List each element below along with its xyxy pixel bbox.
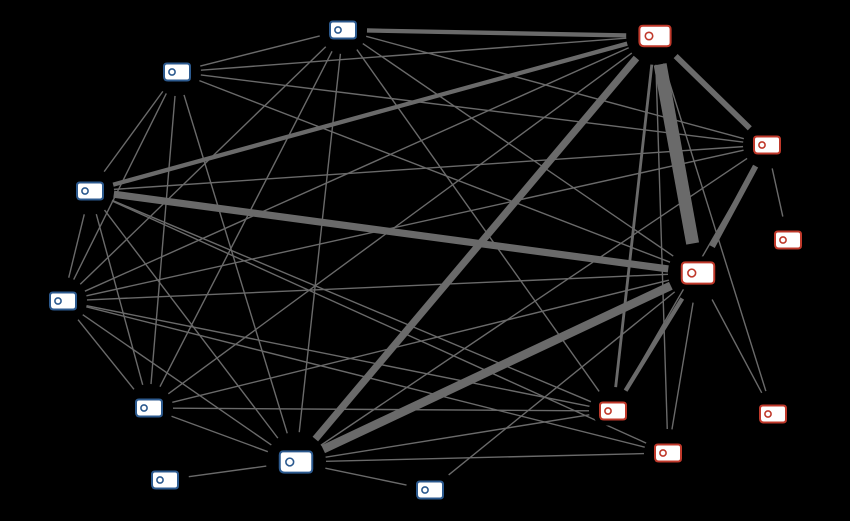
edge-n4-n6 bbox=[82, 314, 272, 446]
edge-n4-n13 bbox=[86, 305, 590, 407]
tag-hole-icon bbox=[764, 410, 772, 418]
node-n2[interactable] bbox=[158, 57, 196, 87]
edge-n8-n11 bbox=[448, 291, 676, 476]
node-n6[interactable] bbox=[273, 445, 319, 479]
node-n10[interactable] bbox=[748, 130, 786, 160]
edge-n11-n13 bbox=[623, 297, 685, 392]
tag-hole-icon bbox=[334, 26, 342, 34]
tag-hole-icon bbox=[779, 236, 787, 244]
edge-n5-n13 bbox=[172, 407, 590, 412]
tag-icon bbox=[599, 401, 627, 421]
tag-icon bbox=[76, 181, 104, 201]
edge-n2-n9 bbox=[200, 37, 627, 71]
tag-icon bbox=[680, 261, 716, 285]
tag-icon bbox=[329, 20, 357, 40]
tag-icon bbox=[654, 443, 682, 463]
tag-icon bbox=[416, 480, 444, 500]
node-n9[interactable] bbox=[633, 19, 677, 53]
tag-hole-icon bbox=[687, 268, 697, 278]
edge-n6-n7 bbox=[188, 465, 267, 478]
tag-icon bbox=[638, 24, 672, 48]
tag-icon bbox=[759, 404, 787, 424]
tag-icon bbox=[151, 470, 179, 490]
node-n8[interactable] bbox=[411, 475, 449, 505]
tag-hole-icon bbox=[285, 457, 295, 467]
edge-n5-n9 bbox=[167, 52, 633, 395]
edge-n3-n4 bbox=[68, 214, 85, 278]
edge-n11-n15 bbox=[711, 299, 763, 394]
tag-icon bbox=[163, 62, 191, 82]
tag-hole-icon bbox=[54, 297, 62, 305]
node-n1[interactable] bbox=[324, 15, 362, 45]
edge-n2-n4 bbox=[73, 93, 167, 280]
node-layer bbox=[44, 15, 807, 505]
node-n13[interactable] bbox=[594, 396, 632, 426]
edge-n5-n6 bbox=[171, 415, 269, 453]
edge-n6-n11 bbox=[321, 281, 673, 454]
edge-n2-n11 bbox=[199, 79, 671, 263]
node-n14[interactable] bbox=[649, 438, 687, 468]
edge-n3-n10 bbox=[113, 145, 744, 191]
node-n11[interactable] bbox=[675, 256, 721, 290]
edge-n9-n11 bbox=[653, 63, 700, 245]
edge-n2-n3 bbox=[103, 90, 164, 173]
tag-icon bbox=[774, 230, 802, 250]
node-n15[interactable] bbox=[754, 399, 792, 429]
edge-n6-n13 bbox=[325, 414, 590, 458]
edge-n1-n2 bbox=[200, 35, 320, 67]
tag-hole-icon bbox=[421, 486, 429, 494]
tag-hole-icon bbox=[168, 68, 176, 76]
edge-n11-n14 bbox=[671, 302, 694, 430]
node-n4[interactable] bbox=[44, 286, 82, 316]
edge-n9-n14 bbox=[655, 64, 668, 430]
edge-n3-n5 bbox=[95, 213, 144, 386]
tag-hole-icon bbox=[659, 449, 667, 457]
edge-n9-n15 bbox=[662, 63, 767, 392]
node-n3[interactable] bbox=[71, 176, 109, 206]
edge-n2-n5 bbox=[150, 95, 176, 385]
tag-hole-icon bbox=[644, 31, 654, 41]
edge-n3-n14 bbox=[111, 200, 647, 444]
tag-hole-icon bbox=[140, 404, 148, 412]
edge-n9-n10 bbox=[673, 54, 752, 131]
tag-hole-icon bbox=[156, 476, 164, 484]
edge-n3-n9 bbox=[112, 41, 628, 187]
edge-n1-n4 bbox=[79, 46, 327, 285]
edge-n3-n6 bbox=[103, 209, 279, 439]
tag-icon bbox=[49, 291, 77, 311]
edge-n6-n10 bbox=[320, 157, 748, 446]
edge-n10-n12 bbox=[771, 168, 784, 217]
edge-n6-n14 bbox=[325, 452, 645, 462]
node-n12[interactable] bbox=[769, 225, 807, 255]
edge-n1-n9 bbox=[366, 28, 627, 38]
edge-n4-n5 bbox=[77, 319, 135, 390]
tag-icon bbox=[278, 450, 314, 474]
edge-n3-n11 bbox=[113, 190, 669, 273]
edge-n9-n13 bbox=[614, 64, 654, 388]
node-n7[interactable] bbox=[146, 465, 184, 495]
node-n5[interactable] bbox=[130, 393, 168, 423]
tag-icon bbox=[135, 398, 163, 418]
edge-n4-n11 bbox=[86, 273, 669, 301]
edge-n10-n11 bbox=[709, 164, 759, 248]
tag-hole-icon bbox=[604, 407, 612, 415]
edge-n2-n6 bbox=[183, 94, 288, 434]
edge-n3-n13 bbox=[111, 199, 592, 403]
edge-n4-n10 bbox=[86, 149, 744, 297]
tag-icon bbox=[753, 135, 781, 155]
edge-n6-n8 bbox=[325, 467, 407, 486]
tag-hole-icon bbox=[758, 141, 766, 149]
edge-n2-n10 bbox=[200, 74, 744, 143]
edge-layer bbox=[68, 28, 784, 486]
edge-n4-n9 bbox=[84, 47, 629, 292]
edge-n1-n11 bbox=[362, 42, 674, 257]
tag-hole-icon bbox=[81, 187, 89, 195]
